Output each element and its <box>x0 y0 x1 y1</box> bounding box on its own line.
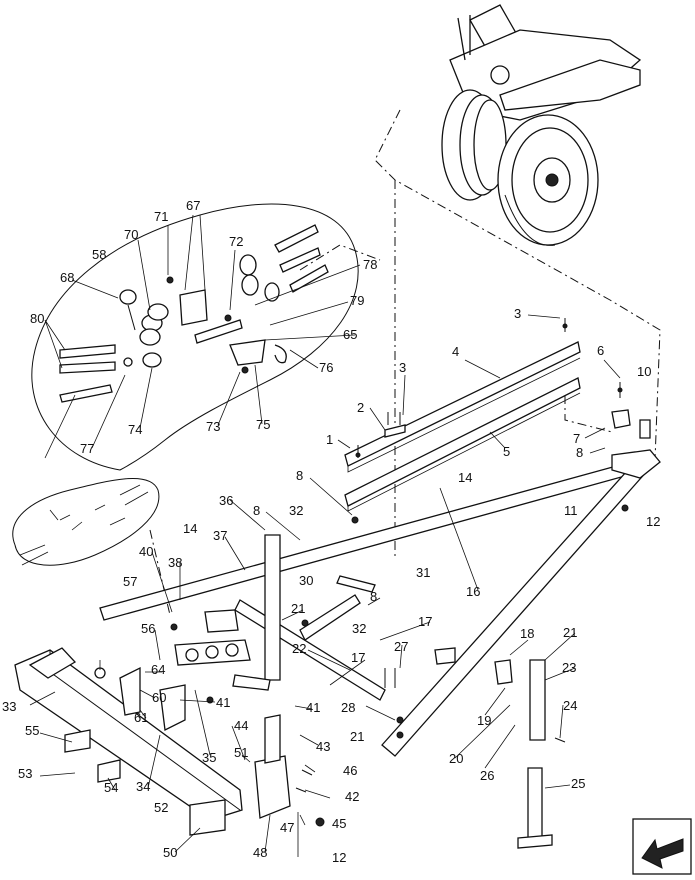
callout-label: 64 <box>151 662 165 677</box>
callout-label: 41 <box>306 700 320 715</box>
back-arrow-button[interactable] <box>632 818 692 875</box>
callout-label: 33 <box>2 699 16 714</box>
callout-label: 70 <box>124 227 138 242</box>
callout-label: 77 <box>80 441 94 456</box>
callout-label: 2 <box>357 400 364 415</box>
callout-label: 28 <box>341 700 355 715</box>
callout-label: 1 <box>326 432 333 447</box>
callout-label: 17 <box>351 650 365 665</box>
main-tubes <box>14 449 661 821</box>
callout-label: 48 <box>253 845 267 860</box>
callout-label: 52 <box>154 800 168 815</box>
callout-label: 68 <box>60 270 74 285</box>
callout-label: 18 <box>520 626 534 641</box>
callout-label: 31 <box>416 565 430 580</box>
hose-detail-bubble-small <box>12 478 160 566</box>
callout-label: 21 <box>291 601 305 616</box>
callout-label: 7 <box>573 431 580 446</box>
callout-label: 78 <box>363 257 377 272</box>
hose-detail-bubble <box>31 203 359 471</box>
callout-label: 14 <box>458 470 472 485</box>
callout-label: 53 <box>18 766 32 781</box>
callout-label: 58 <box>92 247 106 262</box>
callout-label: 23 <box>562 660 576 675</box>
callout-label: 27 <box>394 639 408 654</box>
callout-label: 12 <box>646 514 660 529</box>
callout-label: 37 <box>213 528 227 543</box>
callout-label: 35 <box>202 750 216 765</box>
callout-label: 19 <box>477 713 491 728</box>
callout-label: 50 <box>163 845 177 860</box>
callout-label: 80 <box>30 311 44 326</box>
callout-label: 79 <box>350 293 364 308</box>
callout-label: 61 <box>134 710 148 725</box>
callout-label: 65 <box>343 327 357 342</box>
callout-label: 25 <box>571 776 585 791</box>
callout-label: 73 <box>206 419 220 434</box>
callout-label: 22 <box>292 641 306 656</box>
callout-label: 75 <box>256 417 270 432</box>
callout-label: 56 <box>141 621 155 636</box>
callout-label: 54 <box>104 780 118 795</box>
callout-label: 67 <box>186 198 200 213</box>
callout-label: 30 <box>299 573 313 588</box>
callout-label: 57 <box>123 574 137 589</box>
callout-label: 21 <box>563 625 577 640</box>
callout-label: 44 <box>234 718 248 733</box>
callout-label: 72 <box>229 234 243 249</box>
callout-label: 42 <box>345 789 359 804</box>
callout-label: 34 <box>136 779 150 794</box>
callout-label: 41 <box>216 695 230 710</box>
callout-label: 16 <box>466 584 480 599</box>
callout-leaders <box>29 214 621 857</box>
callout-label: 5 <box>503 444 510 459</box>
callout-label: 21 <box>350 729 364 744</box>
callout-label: 74 <box>128 422 142 437</box>
callout-label: 51 <box>234 745 248 760</box>
tractor-wheel-assembly <box>441 4 642 246</box>
callout-label: 45 <box>332 816 346 831</box>
callout-label: 46 <box>343 763 357 778</box>
hardware-parts <box>28 318 651 849</box>
callout-labels: 1 2 3 3 4 5 6 7 8 8 8 8 10 11 12 12 14 1… <box>2 198 660 865</box>
callout-label: 6 <box>597 343 604 358</box>
callout-label: 11 <box>564 503 578 518</box>
callout-label: 55 <box>25 723 39 738</box>
callout-label: 14 <box>183 521 197 536</box>
arrow-back-icon <box>641 838 684 869</box>
callout-label: 38 <box>168 555 182 570</box>
callout-label: 3 <box>514 306 521 321</box>
callout-label: 3 <box>399 360 406 375</box>
callout-label: 43 <box>316 739 330 754</box>
callout-label: 76 <box>319 360 333 375</box>
callout-label: 8 <box>253 503 260 518</box>
callout-label: 26 <box>480 768 494 783</box>
callout-label: 24 <box>563 698 577 713</box>
callout-label: 20 <box>449 751 463 766</box>
callout-label: 36 <box>219 493 233 508</box>
callout-label: 32 <box>289 503 303 518</box>
callout-label: 8 <box>576 445 583 460</box>
top-support-bars <box>344 341 581 512</box>
callout-label: 47 <box>280 820 294 835</box>
callout-label: 40 <box>139 544 153 559</box>
callout-label: 10 <box>637 364 651 379</box>
callout-label: 12 <box>332 850 346 865</box>
callout-label: 60 <box>152 690 166 705</box>
callout-label: 8 <box>370 589 377 604</box>
callout-label: 4 <box>452 344 459 359</box>
callout-label: 71 <box>154 209 168 224</box>
callout-label: 32 <box>352 621 366 636</box>
callout-label: 8 <box>296 468 303 483</box>
callout-label: 17 <box>418 614 432 629</box>
